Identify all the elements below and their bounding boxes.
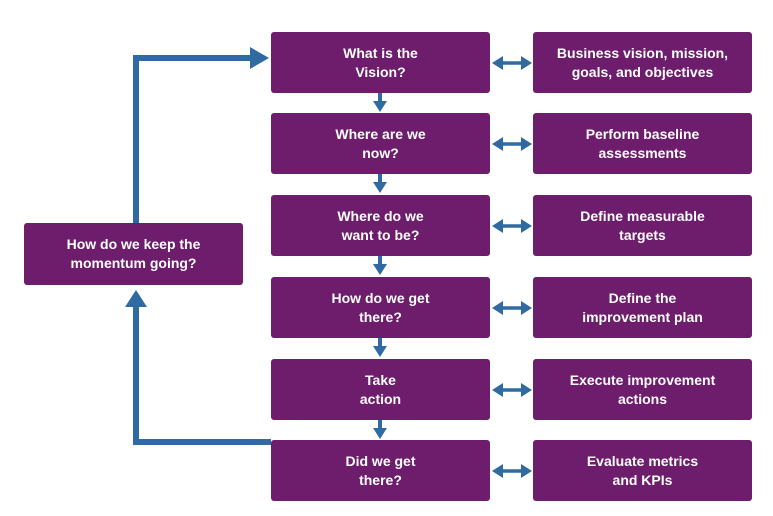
link-arrows — [492, 56, 532, 478]
step-question-target-state: Where do we want to be? — [271, 195, 490, 256]
step-action-vision: Business vision, mission, goals, and obj… — [533, 32, 752, 93]
link-arrow-1 — [492, 56, 532, 70]
step-question-action: Take action — [271, 359, 490, 420]
step-action-evaluate: Evaluate metrics and KPIs — [533, 440, 752, 501]
step-question-plan: How do we get there? — [271, 277, 490, 338]
step-question-current-state: Where are we now? — [271, 113, 490, 174]
loop-momentum-box: How do we keep the momentum going? — [24, 223, 243, 285]
step-action-plan: Define the improvement plan — [533, 277, 752, 338]
link-arrow-5 — [492, 383, 532, 397]
loop-restart-arrow — [133, 47, 269, 223]
link-arrow-6 — [492, 464, 532, 478]
step-action-targets: Define measurable targets — [533, 195, 752, 256]
step-action-execute: Execute improvement actions — [533, 359, 752, 420]
step-action-baseline: Perform baseline assessments — [533, 113, 752, 174]
link-arrow-2 — [492, 137, 532, 151]
down-arrow-4 — [373, 338, 387, 357]
down-arrow-1 — [373, 93, 387, 112]
down-arrow-5 — [373, 420, 387, 439]
step-question-vision: What is the Vision? — [271, 32, 490, 93]
down-arrow-3 — [373, 256, 387, 275]
step-question-result: Did we get there? — [271, 440, 490, 501]
down-arrow-2 — [373, 174, 387, 193]
link-arrow-3 — [492, 219, 532, 233]
link-arrow-4 — [492, 301, 532, 315]
loop-return-arrow — [125, 290, 271, 445]
